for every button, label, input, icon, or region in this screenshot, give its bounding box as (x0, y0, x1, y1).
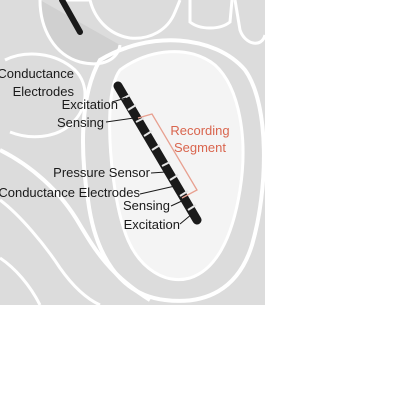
electrode-band (151, 144, 161, 151)
electrode-band (143, 130, 153, 137)
electrode-band (135, 117, 145, 123)
right-ventricle-outline (0, 198, 101, 307)
leader-lines (105, 97, 193, 225)
label-conductance-electrodes-bottom: Conductance Electrodes (0, 185, 140, 200)
leader-pressure-sensor (150, 171, 167, 174)
label-pressure-sensor: Pressure Sensor (53, 165, 150, 180)
valve-outline (4, 52, 87, 139)
leader-sensing-top (105, 117, 135, 123)
catheter-upper-shaft (59, 0, 83, 35)
atrium-outline (60, 0, 182, 40)
label-excitation-top: Excitation (62, 97, 118, 112)
electrode-band (169, 174, 179, 181)
leader-excitation-bottom (179, 213, 193, 225)
electrode-band (127, 104, 137, 111)
ventricle-wall-outline (81, 38, 266, 303)
lower-outline (0, 256, 42, 306)
left-ventricle-cavity (108, 50, 245, 281)
heart-illustration (0, 0, 267, 307)
label-conductance-electrodes-top-1: Conductance (0, 66, 74, 81)
label-conductance-electrodes-top-2: Electrodes (13, 84, 75, 99)
electrode-band (179, 190, 189, 197)
electrode-band (187, 204, 197, 211)
label-excitation-bottom: Excitation (124, 217, 180, 232)
leader-sensing-bottom (170, 199, 185, 207)
recording-segment-bracket (137, 113, 198, 199)
vessel-outline-right (233, 0, 267, 45)
label-recording-segment-2: Segment (174, 140, 226, 155)
label-recording-segment-1: Recording (170, 123, 229, 138)
label-sensing-top: Sensing (57, 115, 104, 130)
label-sensing-bottom: Sensing (123, 198, 170, 213)
leader-conductance-bottom (139, 185, 176, 195)
septum-outline (0, 148, 152, 302)
electrode-band (161, 161, 171, 167)
vessel-outline (188, 0, 234, 30)
leader-excitation-top (111, 97, 127, 103)
